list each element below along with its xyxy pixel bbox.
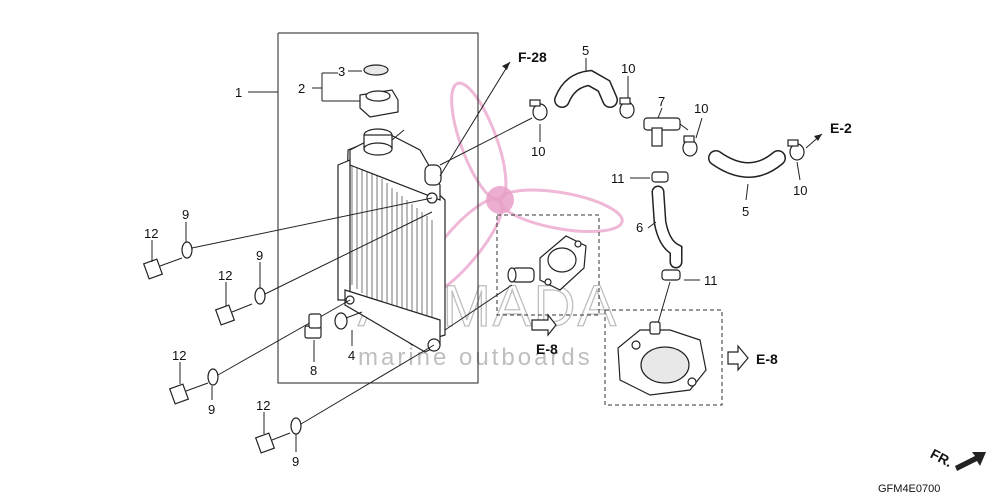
e8-lower-arrow <box>531 313 557 337</box>
reference-labels: F-28 E-2 E-8 E-8 FR. GFM4E0700 <box>518 49 955 495</box>
watermark-tagline: marine outboards <box>358 344 593 371</box>
callout-5-top: 5 <box>582 43 589 58</box>
front-direction-arrow <box>955 452 986 471</box>
callout-7: 7 <box>658 94 665 109</box>
bypass-hose <box>651 185 683 269</box>
hose-clamp-3 <box>682 135 698 157</box>
hose-clip-2 <box>661 269 681 281</box>
cap-seal <box>363 64 389 76</box>
bolt-set-4 <box>254 417 302 454</box>
ref-e2: E-2 <box>830 120 852 136</box>
radiator-cap <box>359 89 399 118</box>
diagram-code: GFM4E0700 <box>878 483 940 495</box>
callout-6: 6 <box>636 220 643 235</box>
bolt-set-1 <box>142 241 193 280</box>
water-pump-cover <box>617 321 707 396</box>
water-joint <box>643 117 689 147</box>
callout-8: 8 <box>310 363 317 378</box>
ref-e8-right: E-8 <box>756 351 778 367</box>
drain-bolt <box>304 313 322 339</box>
callout-9-d: 9 <box>292 454 299 469</box>
e2-reference-arrow <box>805 133 823 149</box>
callout-10-b: 10 <box>531 144 545 159</box>
callout-12-c: 12 <box>172 348 186 363</box>
callout-10-c: 10 <box>694 101 708 116</box>
callout-9-c: 9 <box>208 402 215 417</box>
callout-3: 3 <box>338 64 345 79</box>
upper-hose-right <box>708 150 786 178</box>
hose-clamp-4 <box>787 139 805 161</box>
callout-12-b: 12 <box>218 268 232 283</box>
callout-2: 2 <box>298 81 305 96</box>
e8-right-arrow <box>727 344 749 372</box>
thermostat-housing <box>539 235 587 291</box>
ref-fr: FR. <box>928 445 955 470</box>
callout-4: 4 <box>348 348 355 363</box>
callout-9-a: 9 <box>182 207 189 222</box>
callout-10-a: 10 <box>621 61 635 76</box>
bolt-set-3 <box>168 368 219 405</box>
callout-12-d: 12 <box>256 398 270 413</box>
callout-12-a: 12 <box>144 226 158 241</box>
propeller-logo <box>416 81 624 298</box>
callout-numbers: 1 2 3 4 5 5 6 7 8 9 9 9 9 10 10 10 10 11… <box>144 43 807 469</box>
callout-11-a: 11 <box>611 171 625 186</box>
drain-washer <box>334 312 348 330</box>
callout-5-right: 5 <box>742 204 749 219</box>
upper-hose-left <box>554 69 618 108</box>
callout-1: 1 <box>235 85 242 100</box>
callout-leaders <box>151 58 801 452</box>
ref-f28: F-28 <box>518 49 547 65</box>
callout-10-d: 10 <box>793 183 807 198</box>
hose-clip-1 <box>651 171 669 183</box>
hose-clamp-1 <box>529 99 548 121</box>
radiator-group-frame <box>248 32 479 384</box>
bolt-set-2 <box>214 287 266 326</box>
callout-9-b: 9 <box>256 248 263 263</box>
radiator <box>337 128 446 353</box>
callout-11-b: 11 <box>704 273 718 288</box>
ref-e8-lower: E-8 <box>536 341 558 357</box>
hose-clamp-2 <box>619 97 635 119</box>
f28-reference-arrow <box>439 61 511 177</box>
thermostat-fitting <box>507 267 535 283</box>
